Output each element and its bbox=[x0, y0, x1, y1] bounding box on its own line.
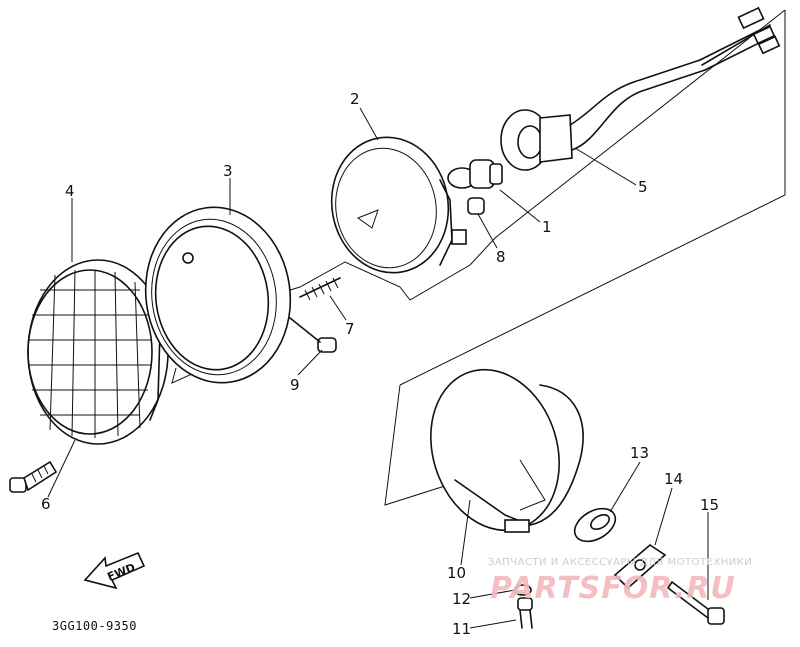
callout-1: 1 bbox=[542, 218, 552, 236]
callout-11: 11 bbox=[452, 620, 471, 638]
nut-part-8 bbox=[467, 197, 485, 215]
adjusting-screw-spring bbox=[299, 277, 341, 301]
callout-13: 13 bbox=[630, 444, 649, 462]
callout-3: 3 bbox=[223, 162, 233, 180]
callout-labels: 2 3 4 5 1 8 7 9 6 13 14 15 10 12 11 bbox=[41, 90, 719, 638]
leader-lines bbox=[47, 107, 709, 629]
callout-7: 7 bbox=[345, 320, 355, 338]
headlight-bulb bbox=[447, 159, 503, 189]
grommet-part-13 bbox=[573, 507, 617, 543]
diagram-part-code: 3GG100-9350 bbox=[52, 619, 137, 633]
callout-10: 10 bbox=[447, 564, 466, 582]
headlight-lens-unit bbox=[330, 136, 467, 274]
bulb-socket-cord bbox=[500, 6, 781, 171]
bracket-part-14 bbox=[613, 543, 667, 590]
screw-part-11 bbox=[517, 597, 533, 629]
watermark-logo: PARTSFOR.RU bbox=[490, 571, 736, 606]
callout-15: 15 bbox=[700, 496, 719, 514]
screw-part-9 bbox=[289, 317, 337, 353]
fwd-arrow: FWD bbox=[83, 551, 146, 590]
callout-12: 12 bbox=[452, 590, 471, 608]
headlight-rim bbox=[144, 206, 292, 384]
watermark-subtitle: ЗАПЧАСТИ И АКСЕССУАРЫ ДЛЯ МОТОТЕХНИКИ bbox=[488, 557, 752, 568]
assembly-boundary-lower bbox=[384, 384, 471, 506]
headlight-body-shell bbox=[430, 368, 584, 533]
callout-14: 14 bbox=[664, 470, 683, 488]
callout-9: 9 bbox=[290, 376, 300, 394]
callout-4: 4 bbox=[65, 182, 75, 200]
bolt-part-15 bbox=[666, 580, 725, 625]
watermark: ЗАПЧАСТИ И АКСЕССУАРЫ ДЛЯ МОТОТЕХНИКИ PA… bbox=[488, 557, 752, 606]
callout-5: 5 bbox=[638, 178, 648, 196]
callout-6: 6 bbox=[41, 495, 51, 513]
callout-2: 2 bbox=[350, 90, 360, 108]
bolt-part-6 bbox=[9, 460, 58, 493]
callout-8: 8 bbox=[496, 248, 506, 266]
